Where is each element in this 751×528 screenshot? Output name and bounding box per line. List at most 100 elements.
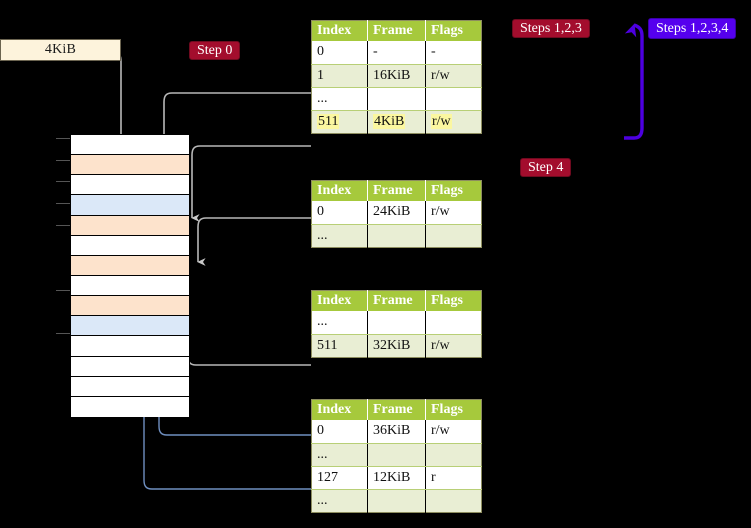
column-header-index: Index — [311, 180, 368, 201]
memory-frame-tick — [56, 160, 70, 161]
table-cell — [367, 489, 426, 512]
column-header-flags: Flags — [425, 290, 482, 311]
table-cell: r — [425, 466, 482, 490]
table-cell: ... — [311, 224, 368, 247]
badge-steps-123: Steps 1,2,3 — [512, 19, 590, 38]
badge-step-4: Step 4 — [520, 158, 572, 177]
table-cell — [425, 443, 482, 467]
column-header-frame: Frame — [367, 180, 426, 201]
table-cell: 0 — [311, 201, 368, 225]
table-cell: ... — [311, 311, 368, 335]
table-cell: r/w — [425, 334, 482, 357]
table-row: ... — [311, 87, 482, 111]
table-cell: 511 — [311, 334, 368, 357]
highlighted-value: 511 — [317, 113, 340, 129]
column-header-index: Index — [311, 20, 368, 41]
table-cell: 4KiB — [367, 110, 426, 133]
wire-table1-row511-to-frame — [191, 145, 311, 222]
table-row: ... — [311, 443, 482, 467]
table-cell: - — [425, 41, 482, 65]
memory-frame-tick — [56, 203, 70, 204]
memory-frame-tick — [56, 138, 70, 139]
table-row: 0-- — [311, 41, 482, 65]
table-cell — [367, 87, 426, 111]
table-row: ... — [311, 489, 482, 512]
column-header-index: Index — [311, 399, 368, 420]
memory-frame-row — [71, 235, 189, 256]
badge-step-0: Step 0 — [189, 41, 241, 60]
table-cell — [425, 224, 482, 247]
badge-steps-1234: Steps 1,2,3,4 — [648, 18, 737, 39]
memory-frame-row — [71, 215, 189, 236]
memory-size-text: 4KiB — [44, 42, 77, 57]
table-cell: 1 — [311, 64, 368, 88]
table-cell: r/w — [425, 420, 482, 444]
memory-frame-tick — [56, 181, 70, 182]
table-cell: r/w — [425, 110, 482, 133]
badge-step-0-label: Step 0 — [197, 42, 233, 58]
column-header-flags: Flags — [425, 20, 482, 41]
column-header-frame: Frame — [367, 290, 426, 311]
memory-frame-row — [71, 296, 189, 317]
memory-frame-row — [71, 376, 189, 397]
table-cell: r/w — [425, 201, 482, 225]
table-cell: r/w — [425, 64, 482, 88]
memory-frame-row — [71, 195, 189, 216]
column-header-flags: Flags — [425, 180, 482, 201]
table-row: 511 4KiB r/w — [311, 110, 482, 133]
highlighted-value: r/w — [431, 113, 452, 129]
wire-table2-row0-to-frame — [197, 217, 311, 266]
memory-frame-row — [71, 275, 189, 297]
wire-step4-loop — [624, 23, 644, 140]
badge-steps-1234-label: Steps 1,2,3,4 — [656, 20, 729, 36]
memory-frame-row — [71, 356, 189, 377]
memory-frame-tick — [56, 225, 70, 226]
column-header-flags: Flags — [425, 399, 482, 420]
table-cell: 12KiB — [367, 466, 426, 490]
table-cell: ... — [311, 443, 368, 467]
memory-frame-row — [71, 175, 189, 196]
table-cell: 0 — [311, 41, 368, 65]
table-cell — [425, 311, 482, 335]
table-cell: 16KiB — [367, 64, 426, 88]
memory-frame-row — [71, 316, 189, 337]
table-cell — [367, 224, 426, 247]
memory-frame-row — [71, 396, 189, 417]
memory-frame-row — [71, 135, 189, 156]
table-cell: 36KiB — [367, 420, 426, 444]
badge-steps-123-label: Steps 1,2,3 — [520, 20, 582, 36]
table-cell — [367, 443, 426, 467]
table-row: ... — [311, 311, 482, 335]
column-header-frame: Frame — [367, 399, 426, 420]
memory-size-label: 4KiB — [0, 39, 121, 61]
table-cell: - — [367, 41, 426, 65]
table-cell: ... — [311, 87, 368, 111]
table-cell — [425, 87, 482, 111]
table-cell: 32KiB — [367, 334, 426, 357]
badge-step-4-label: Step 4 — [528, 159, 564, 175]
table-cell: 24KiB — [367, 201, 426, 225]
table-cell: ... — [311, 489, 368, 512]
highlighted-value: 4KiB — [373, 113, 406, 129]
memory-frame-tick — [56, 290, 70, 291]
column-header-index: Index — [311, 290, 368, 311]
memory-frame-row — [71, 336, 189, 357]
memory-frame-row — [71, 155, 189, 176]
table-cell — [425, 489, 482, 512]
physical-memory-frames — [70, 134, 190, 417]
memory-frame-row — [71, 255, 189, 276]
wire-table3-row511-to-frame — [180, 308, 311, 366]
table-cell: 511 — [311, 110, 368, 133]
table-cell: 127 — [311, 466, 368, 490]
memory-frame-tick — [56, 333, 70, 334]
